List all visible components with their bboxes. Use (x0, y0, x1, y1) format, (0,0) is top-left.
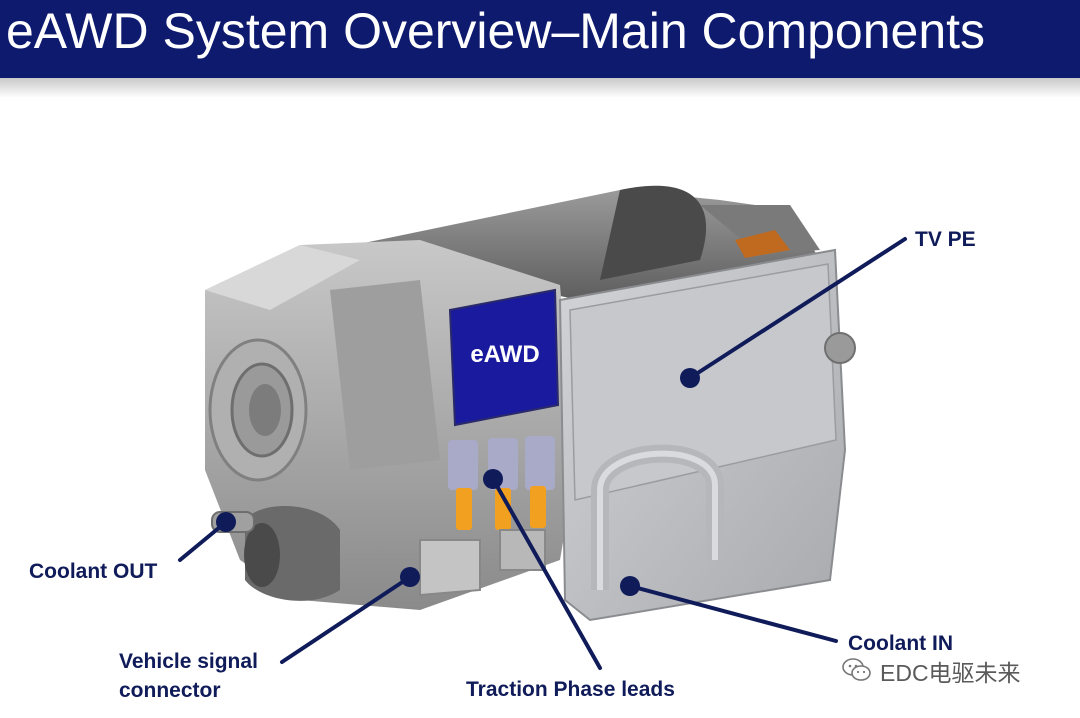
tv-pe-plate (558, 248, 856, 622)
label-tv-pe: TV PE (915, 228, 976, 251)
wechat-icon (842, 658, 871, 681)
phase-leads (448, 436, 555, 530)
page-title: eAWD System Overview–Main Components (6, 3, 986, 59)
label-coolant-out: Coolant OUT (29, 560, 158, 583)
badge-text: eAWD (470, 341, 539, 368)
label-coolant-in: Coolant IN (848, 632, 953, 655)
eawd-badge: eAWD (448, 288, 560, 427)
leader-lines (178, 237, 907, 670)
watermark-text: EDC电驱未来 (880, 660, 1021, 686)
label-vehicle-signal-line1: Vehicle signal (119, 650, 258, 673)
label-vehicle-signal-line2: connector (119, 679, 221, 702)
label-traction-phase-leads: Traction Phase leads (466, 678, 675, 701)
leader-dots (216, 368, 700, 596)
eawd-illustration: eAWD (178, 185, 907, 670)
title-bar: eAWD System Overview–Main Components (0, 0, 1080, 78)
title-shadow (0, 78, 1080, 98)
